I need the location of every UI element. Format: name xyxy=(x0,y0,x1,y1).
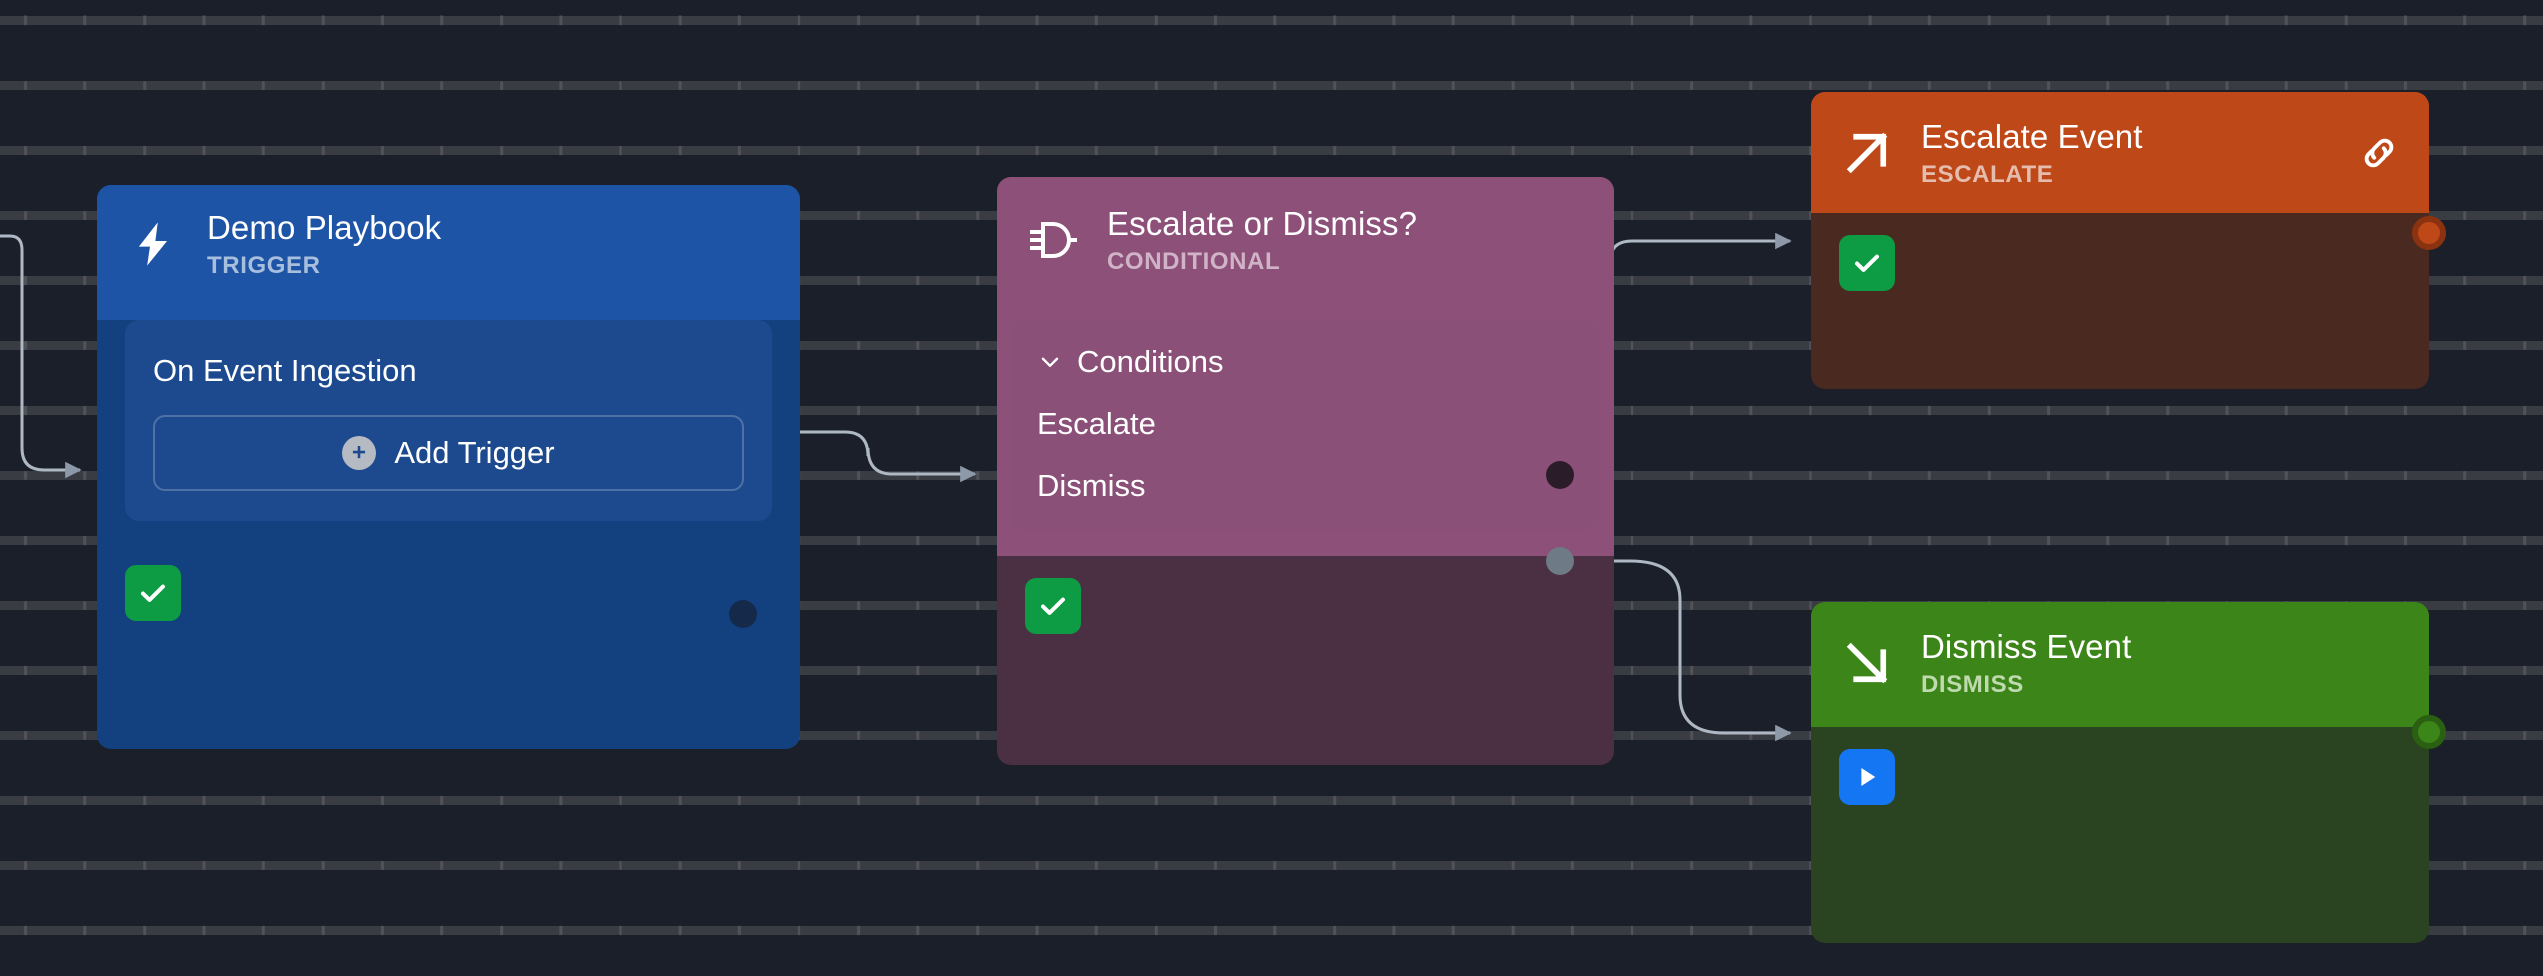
node-dismiss-header-text: Dismiss Event DISMISS xyxy=(1921,628,2401,699)
node-conditional-header-text: Escalate or Dismiss? CONDITIONAL xyxy=(1107,205,1586,276)
node-conditional-shell: Escalate or Dismiss? CONDITIONAL Conditi… xyxy=(997,177,1614,765)
node-action-dismiss-event[interactable]: Dismiss Event DISMISS xyxy=(1811,602,2446,943)
node-trigger-subtitle: TRIGGER xyxy=(207,251,321,279)
check-icon[interactable] xyxy=(1025,577,1081,634)
arrow-down-right-icon xyxy=(1839,635,1895,691)
lightning-bolt-icon xyxy=(125,216,181,272)
node-trigger-header-text: Demo Playbook TRIGGER xyxy=(207,209,772,280)
node-dismiss-footer xyxy=(1811,727,2429,831)
condition-label-dismiss: Dismiss xyxy=(1037,467,1146,503)
node-trigger-header[interactable]: Demo Playbook TRIGGER xyxy=(97,185,800,320)
condition-output-handle-escalate[interactable] xyxy=(1546,461,1574,489)
trigger-output-handle[interactable] xyxy=(729,600,757,628)
node-dismiss-title: Dismiss Event xyxy=(1921,628,2132,665)
check-icon[interactable] xyxy=(1839,234,1895,291)
trigger-item-on-event-ingestion[interactable]: On Event Ingestion xyxy=(153,352,417,388)
conditions-toggle[interactable]: Conditions xyxy=(1011,336,1600,384)
node-conditional-subtitle: CONDITIONAL xyxy=(1107,247,1281,275)
condition-output-handle-dismiss[interactable] xyxy=(1546,547,1574,575)
node-escalate-header-text: Escalate Event ESCALATE xyxy=(1921,118,2331,189)
node-trigger-footer xyxy=(97,543,800,648)
conditions-label: Conditions xyxy=(1077,343,1224,379)
arrow-up-right-icon xyxy=(1839,125,1895,181)
node-conditional-title: Escalate or Dismiss? xyxy=(1107,205,1418,242)
node-trigger-shell: Demo Playbook TRIGGER On Event Ingestion… xyxy=(97,185,800,749)
condition-row-escalate[interactable]: Escalate xyxy=(1011,384,1600,446)
node-dismiss-subtitle: DISMISS xyxy=(1921,670,2024,698)
conditions-panel: Conditions Escalate Dismiss xyxy=(997,305,1614,556)
trigger-panel: On Event Ingestion Add Trigger xyxy=(125,319,772,522)
plus-circle-icon xyxy=(342,436,377,471)
play-icon[interactable] xyxy=(1839,748,1895,805)
condition-label-escalate: Escalate xyxy=(1037,405,1156,441)
chevron-down-icon xyxy=(1037,349,1063,375)
add-trigger-button[interactable]: Add Trigger xyxy=(153,415,744,492)
check-icon[interactable] xyxy=(125,565,181,622)
node-escalate-subtitle: ESCALATE xyxy=(1921,160,2054,188)
node-conditional-footer xyxy=(997,556,1614,660)
dismiss-output-handle[interactable] xyxy=(2412,715,2446,749)
node-dismiss-shell: Dismiss Event DISMISS xyxy=(1811,602,2429,943)
node-conditional-escalate-or-dismiss[interactable]: Escalate or Dismiss? CONDITIONAL Conditi… xyxy=(997,177,1614,765)
node-trigger-title: Demo Playbook xyxy=(207,209,442,246)
link-chain-icon[interactable] xyxy=(2357,131,2401,175)
add-trigger-label: Add Trigger xyxy=(394,435,555,471)
edge-incoming xyxy=(0,234,82,479)
node-escalate-footer xyxy=(1811,213,2429,317)
node-action-escalate-event[interactable]: Escalate Event ESCALATE xyxy=(1811,92,2446,389)
node-trigger-demo-playbook[interactable]: Demo Playbook TRIGGER On Event Ingestion… xyxy=(97,185,800,749)
node-dismiss-header[interactable]: Dismiss Event DISMISS xyxy=(1811,602,2429,727)
condition-row-dismiss[interactable]: Dismiss xyxy=(1011,446,1600,508)
logic-gate-icon xyxy=(1025,212,1081,268)
node-escalate-shell: Escalate Event ESCALATE xyxy=(1811,92,2429,389)
node-escalate-title: Escalate Event xyxy=(1921,118,2143,155)
escalate-output-handle[interactable] xyxy=(2412,216,2446,250)
node-conditional-header[interactable]: Escalate or Dismiss? CONDITIONAL xyxy=(997,177,1614,306)
conditions-panel-inner: Conditions Escalate Dismiss xyxy=(1011,319,1600,530)
node-escalate-header[interactable]: Escalate Event ESCALATE xyxy=(1811,92,2429,213)
